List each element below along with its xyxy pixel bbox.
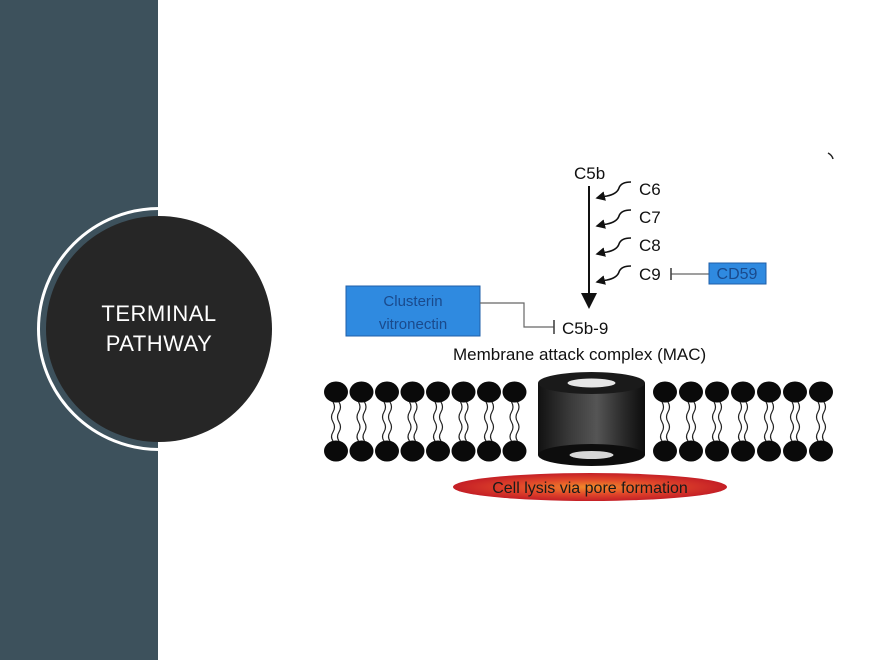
lipid-head-outer — [324, 381, 348, 403]
label-clusterin: Clusterin — [383, 293, 442, 310]
lipid-head-outer — [783, 381, 807, 403]
label-c6: C6 — [639, 180, 661, 199]
lipid-tail — [743, 401, 749, 442]
lipid-tail — [407, 401, 412, 442]
lipid-tail — [815, 401, 821, 442]
lipid-head-outer — [705, 381, 729, 403]
lipid-head-inner — [477, 440, 501, 462]
stray-tick-mark — [827, 152, 834, 160]
lipid-tail — [769, 401, 775, 442]
lipid-head-outer — [400, 381, 425, 403]
lipid-tail — [432, 401, 438, 442]
lipid-tail — [691, 401, 697, 442]
label-c9: C9 — [639, 265, 661, 284]
lipid-head-inner — [653, 440, 677, 462]
curly-arrow-c7 — [595, 209, 632, 229]
lipid-head-outer — [502, 381, 527, 403]
lipid-tail — [515, 401, 520, 442]
lipid-tail — [458, 401, 463, 442]
lipid-head-inner — [324, 440, 348, 462]
lipid-tail — [356, 401, 361, 442]
lipid-head-inner — [731, 440, 755, 462]
lipid-tail — [509, 401, 514, 442]
title-circle-ring — [37, 207, 281, 451]
slide-title-line-2: PATHWAY — [105, 331, 213, 356]
lipid-head-inner — [757, 440, 781, 462]
lipid-head-inner — [705, 440, 729, 462]
curly-arrow-c8 — [595, 237, 632, 257]
lipid-head-inner — [349, 440, 374, 462]
lipid-head-outer — [731, 381, 755, 403]
cd59-box — [708, 262, 767, 285]
lipid-head-outer — [349, 381, 374, 403]
title-circle: TERMINAL PATHWAY — [46, 216, 272, 442]
lipid-tail — [387, 401, 393, 442]
label-c8: C8 — [639, 236, 661, 255]
lipid-tail — [362, 401, 367, 442]
lipid-head-inner — [426, 440, 450, 462]
slide-title: TERMINAL PATHWAY — [101, 299, 216, 359]
lipid-head-inner — [679, 440, 703, 462]
lipid-head-inner — [375, 440, 399, 462]
lipid-tail — [483, 401, 489, 442]
mac-pore-bottom-highlight — [569, 451, 614, 459]
lipid-tail — [413, 401, 418, 442]
lipid-tail — [489, 401, 495, 442]
lipid-tail — [665, 401, 671, 442]
lipid-tail — [795, 401, 801, 442]
lipid-head-inner — [783, 440, 807, 462]
curly-arrow-c9 — [595, 265, 632, 285]
lipid-tail — [737, 401, 743, 442]
lipid-head-outer — [653, 381, 677, 403]
mac-pore-top-highlight — [567, 378, 616, 388]
lipid-head-outer — [451, 381, 476, 403]
lipid-tail — [659, 401, 665, 442]
label-c7: C7 — [639, 208, 661, 227]
clusterin-inhibit-line — [480, 302, 554, 328]
label-c5b: C5b — [574, 164, 605, 183]
lipid-tail — [789, 401, 795, 442]
lipid-head-inner — [809, 440, 833, 462]
lipid-tail — [336, 401, 342, 442]
label-vitronectin: vitronectin — [379, 316, 447, 333]
lipid-tail — [821, 401, 827, 442]
lipid-tail — [685, 401, 691, 442]
slide-title-line-1: TERMINAL — [101, 301, 217, 326]
lipid-head-outer — [375, 381, 399, 403]
lipid-head-inner — [451, 440, 476, 462]
lipid-tail — [763, 401, 769, 442]
label-mac: Membrane attack complex (MAC) — [453, 345, 706, 364]
lipid-tail — [330, 401, 336, 442]
lipid-head-outer — [809, 381, 833, 403]
label-cell-lysis: Cell lysis via pore formation — [492, 480, 688, 497]
lipid-tail — [381, 401, 387, 442]
lipid-tail — [717, 401, 723, 442]
lipid-head-outer — [757, 381, 781, 403]
cell-lysis-ellipse — [453, 473, 727, 501]
lipid-head-outer — [679, 381, 703, 403]
lipid-bilayer — [324, 381, 833, 462]
label-cd59: CD59 — [717, 266, 758, 283]
lipid-tail — [438, 401, 444, 442]
curly-arrow-c6 — [595, 181, 632, 201]
lipid-head-outer — [426, 381, 450, 403]
lipid-head-outer — [477, 381, 501, 403]
lipid-head-inner — [400, 440, 425, 462]
mac-pore-body — [538, 383, 645, 455]
lipid-tail — [464, 401, 469, 442]
label-c5b-9: C5b-9 — [562, 319, 608, 338]
lipid-tail — [711, 401, 717, 442]
lipid-head-inner — [502, 440, 527, 462]
mac-pore — [538, 372, 645, 466]
clusterin-box — [345, 285, 481, 337]
